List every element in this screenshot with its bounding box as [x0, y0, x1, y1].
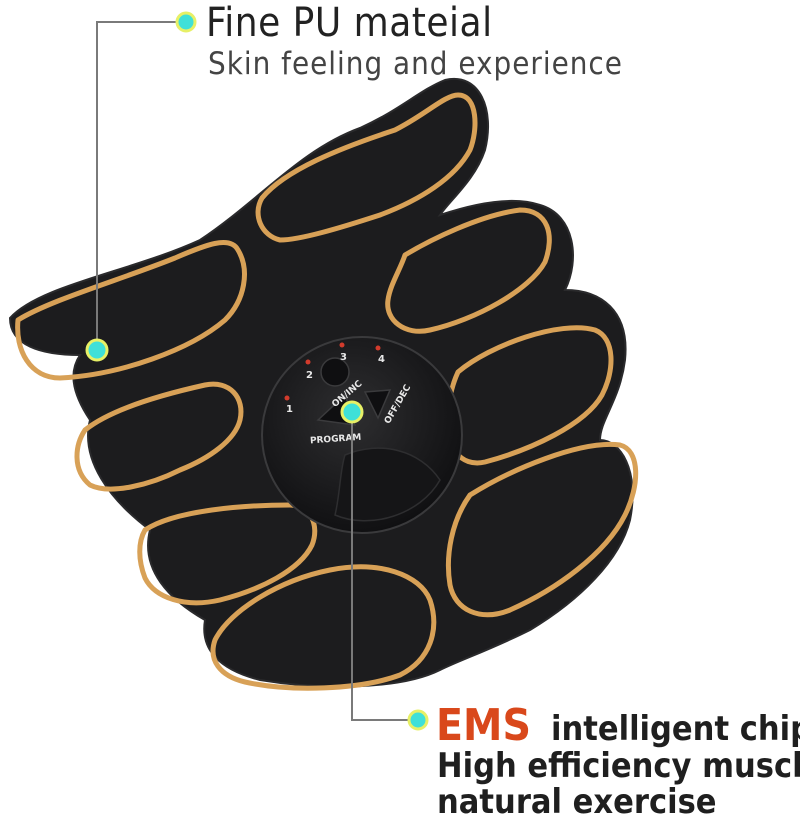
ems-highlight: EMS — [436, 700, 531, 751]
led-4 — [375, 345, 381, 351]
electrode-left-2 — [74, 381, 244, 492]
marker-dot-icon — [175, 11, 197, 33]
level-1-label: 1 — [286, 404, 293, 415]
electrode-left-3 — [137, 502, 318, 606]
ems-line-3: natural exercise — [437, 782, 717, 822]
level-2-label: 2 — [306, 370, 313, 381]
program-label: PROGRAM — [310, 433, 362, 447]
leader-line-bottom — [351, 412, 416, 721]
electrode-right-3 — [445, 441, 639, 618]
electrode-left-wing — [15, 240, 247, 381]
electrode-top — [255, 92, 478, 243]
marker-dot-icon — [85, 338, 109, 362]
led-2 — [305, 359, 311, 365]
level-3-label: 3 — [340, 352, 347, 363]
led-1 — [284, 395, 290, 401]
marker-icons — [85, 11, 429, 731]
controller-hub: 1 2 3 4 ON/INC OFF/DEC PROGRAM — [261, 336, 463, 534]
electrode-bottom — [210, 564, 437, 691]
ems-title-rest: intelligent chip — [550, 709, 800, 749]
level-4-label: 4 — [378, 354, 385, 365]
leader-line-top — [96, 21, 186, 350]
ems-line-2: High efficiency muscle — [437, 746, 800, 786]
material-subtitle: Skin feeling and experience — [208, 46, 623, 82]
marker-dot-icon — [407, 709, 429, 731]
marker-dot-icon — [340, 400, 364, 424]
ems-title: EMS intelligent chip — [436, 700, 800, 751]
on-button[interactable] — [320, 357, 350, 387]
off-button[interactable] — [363, 389, 392, 420]
led-3 — [339, 342, 345, 348]
electrode-right-1 — [385, 207, 552, 334]
material-title: Fine PU mateial — [206, 0, 493, 46]
